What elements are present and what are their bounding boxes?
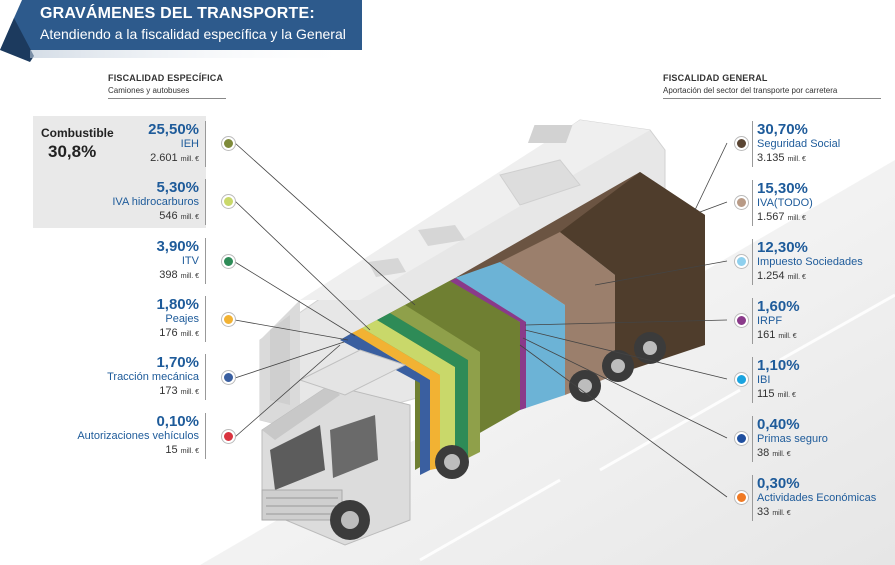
item-percentage: 1,10% bbox=[757, 357, 800, 374]
tax-item-itv: 3,90% ITV 398 mill. € bbox=[6, 238, 206, 284]
color-dot-iva-todo bbox=[735, 196, 748, 209]
left-section-subtitle: Camiones y autobuses bbox=[108, 86, 190, 95]
color-dot-actividades-economicas bbox=[735, 491, 748, 504]
color-dot-iva-hidrocarburos bbox=[222, 195, 235, 208]
tax-item-irpf: 1,60% IRPF 161 mill. € bbox=[752, 298, 892, 344]
item-unit: mill. € bbox=[778, 333, 797, 340]
item-percentage: 15,30% bbox=[757, 180, 808, 197]
tax-item-autorizaciones: 0,10% Autorizaciones vehículos 15 mill. … bbox=[6, 413, 206, 459]
page-title: GRAVÁMENES DEL TRANSPORTE: bbox=[40, 5, 315, 22]
tax-item-seguridad-social: 30,70% Seguridad Social 3.135 mill. € bbox=[752, 121, 892, 167]
item-name: IVA(TODO) bbox=[757, 197, 813, 209]
header: GRAVÁMENES DEL TRANSPORTE: Atendiendo a … bbox=[0, 0, 365, 50]
item-unit: mill. € bbox=[777, 392, 796, 399]
item-amount: 398 bbox=[159, 269, 178, 281]
item-amount: 546 bbox=[159, 210, 178, 222]
color-dot-ieh bbox=[222, 137, 235, 150]
item-unit: mill. € bbox=[180, 331, 199, 338]
tax-item-peajes: 1,80% Peajes 176 mill. € bbox=[6, 296, 206, 342]
fuel-box: Combustible 30,8% bbox=[33, 116, 206, 228]
item-percentage: 3,90% bbox=[156, 238, 199, 255]
tax-item-iva-hidrocarburos: 5,30% IVA hidrocarburos 546 mill. € bbox=[6, 179, 206, 225]
left-section-header: FISCALIDAD ESPECÍFICA Camiones y autobus… bbox=[108, 73, 226, 99]
cargo-box bbox=[340, 172, 705, 475]
tax-item-primas-seguro: 0,40% Primas seguro 38 mill. € bbox=[752, 416, 892, 462]
right-section-title: FISCALIDAD GENERAL bbox=[663, 73, 768, 83]
color-dot-impuesto-sociedades bbox=[735, 255, 748, 268]
truck-cab bbox=[261, 349, 411, 546]
item-amount: 1.567 bbox=[757, 211, 785, 223]
item-percentage: 0,40% bbox=[757, 416, 800, 433]
item-percentage: 25,50% bbox=[148, 121, 199, 138]
tax-item-iva-todo: 15,30% IVA(TODO) 1.567 mill. € bbox=[752, 180, 892, 226]
fuel-value: 30,8% bbox=[48, 142, 97, 161]
item-name: Autorizaciones vehículos bbox=[77, 430, 199, 442]
tax-item-actividades-economicas: 0,30% Actividades Económicas 33 mill. € bbox=[752, 475, 892, 521]
item-unit: mill. € bbox=[180, 273, 199, 280]
tax-item-ieh: 25,50% IEH 2.601 mill. € bbox=[6, 121, 206, 167]
item-amount: 38 bbox=[757, 447, 770, 459]
page-subtitle: Atendiendo a la fiscalidad específica y … bbox=[40, 26, 346, 42]
item-amount: 15 bbox=[165, 444, 178, 456]
item-percentage: 1,70% bbox=[156, 354, 199, 371]
item-unit: mill. € bbox=[787, 215, 806, 222]
item-name: Impuesto Sociedades bbox=[757, 256, 863, 268]
item-amount: 3.135 bbox=[757, 152, 785, 164]
item-amount: 2.601 bbox=[150, 152, 178, 164]
item-amount: 33 bbox=[757, 506, 770, 518]
item-amount: 173 bbox=[159, 385, 178, 397]
item-percentage: 1,80% bbox=[156, 296, 199, 313]
wheels bbox=[330, 332, 666, 540]
item-unit: mill. € bbox=[180, 156, 199, 163]
item-unit: mill. € bbox=[180, 214, 199, 221]
item-unit: mill. € bbox=[772, 510, 791, 517]
item-amount: 1.254 bbox=[757, 270, 785, 282]
color-dot-ibi bbox=[735, 373, 748, 386]
item-unit: mill. € bbox=[787, 156, 806, 163]
item-percentage: 30,70% bbox=[757, 121, 808, 138]
banner-fold bbox=[0, 18, 34, 62]
item-amount: 176 bbox=[159, 327, 178, 339]
item-unit: mill. € bbox=[180, 389, 199, 396]
item-amount: 161 bbox=[757, 329, 776, 341]
item-name: IVA hidrocarburos bbox=[112, 196, 199, 208]
item-name: Tracción mecánica bbox=[107, 371, 199, 383]
header-banner bbox=[0, 0, 362, 50]
right-section-subtitle: Aportación del sector del transporte por… bbox=[663, 86, 838, 95]
item-percentage: 5,30% bbox=[156, 179, 199, 196]
leader-lines-left bbox=[234, 142, 416, 438]
color-dot-primas-seguro bbox=[735, 432, 748, 445]
color-dot-seguridad-social bbox=[735, 137, 748, 150]
item-percentage: 12,30% bbox=[757, 239, 808, 256]
color-dot-traccion-mecanica bbox=[222, 371, 235, 384]
item-name: Seguridad Social bbox=[757, 138, 841, 150]
item-percentage: 0,10% bbox=[156, 413, 199, 430]
leader-lines-right bbox=[519, 142, 728, 498]
item-name: Actividades Económicas bbox=[757, 492, 877, 504]
tax-item-impuesto-sociedades: 12,30% Impuesto Sociedades 1.254 mill. € bbox=[752, 239, 892, 285]
color-dot-autorizaciones bbox=[222, 430, 235, 443]
item-name: ITV bbox=[181, 255, 199, 267]
tax-item-ibi: 1,10% IBI 115 mill. € bbox=[752, 357, 892, 403]
color-dot-irpf bbox=[735, 314, 748, 327]
item-amount: 115 bbox=[757, 388, 775, 400]
item-name: Primas seguro bbox=[757, 433, 828, 445]
right-section-header: FISCALIDAD GENERAL Aportación del sector… bbox=[663, 73, 881, 99]
color-dot-peajes bbox=[222, 313, 235, 326]
item-name: IEH bbox=[180, 138, 199, 150]
item-name: IRPF bbox=[757, 315, 783, 327]
fuel-label: Combustible bbox=[41, 126, 114, 140]
road-markings bbox=[419, 293, 895, 562]
item-unit: mill. € bbox=[787, 274, 806, 281]
left-section-title: FISCALIDAD ESPECÍFICA bbox=[108, 73, 224, 83]
item-unit: mill. € bbox=[772, 451, 791, 458]
item-percentage: 1,60% bbox=[757, 298, 800, 315]
item-unit: mill. € bbox=[180, 448, 199, 455]
color-dot-itv bbox=[222, 255, 235, 268]
item-percentage: 0,30% bbox=[757, 475, 800, 492]
item-name: IBI bbox=[757, 374, 771, 386]
tax-item-traccion-mecanica: 1,70% Tracción mecánica 173 mill. € bbox=[6, 354, 206, 400]
item-name: Peajes bbox=[165, 313, 199, 325]
